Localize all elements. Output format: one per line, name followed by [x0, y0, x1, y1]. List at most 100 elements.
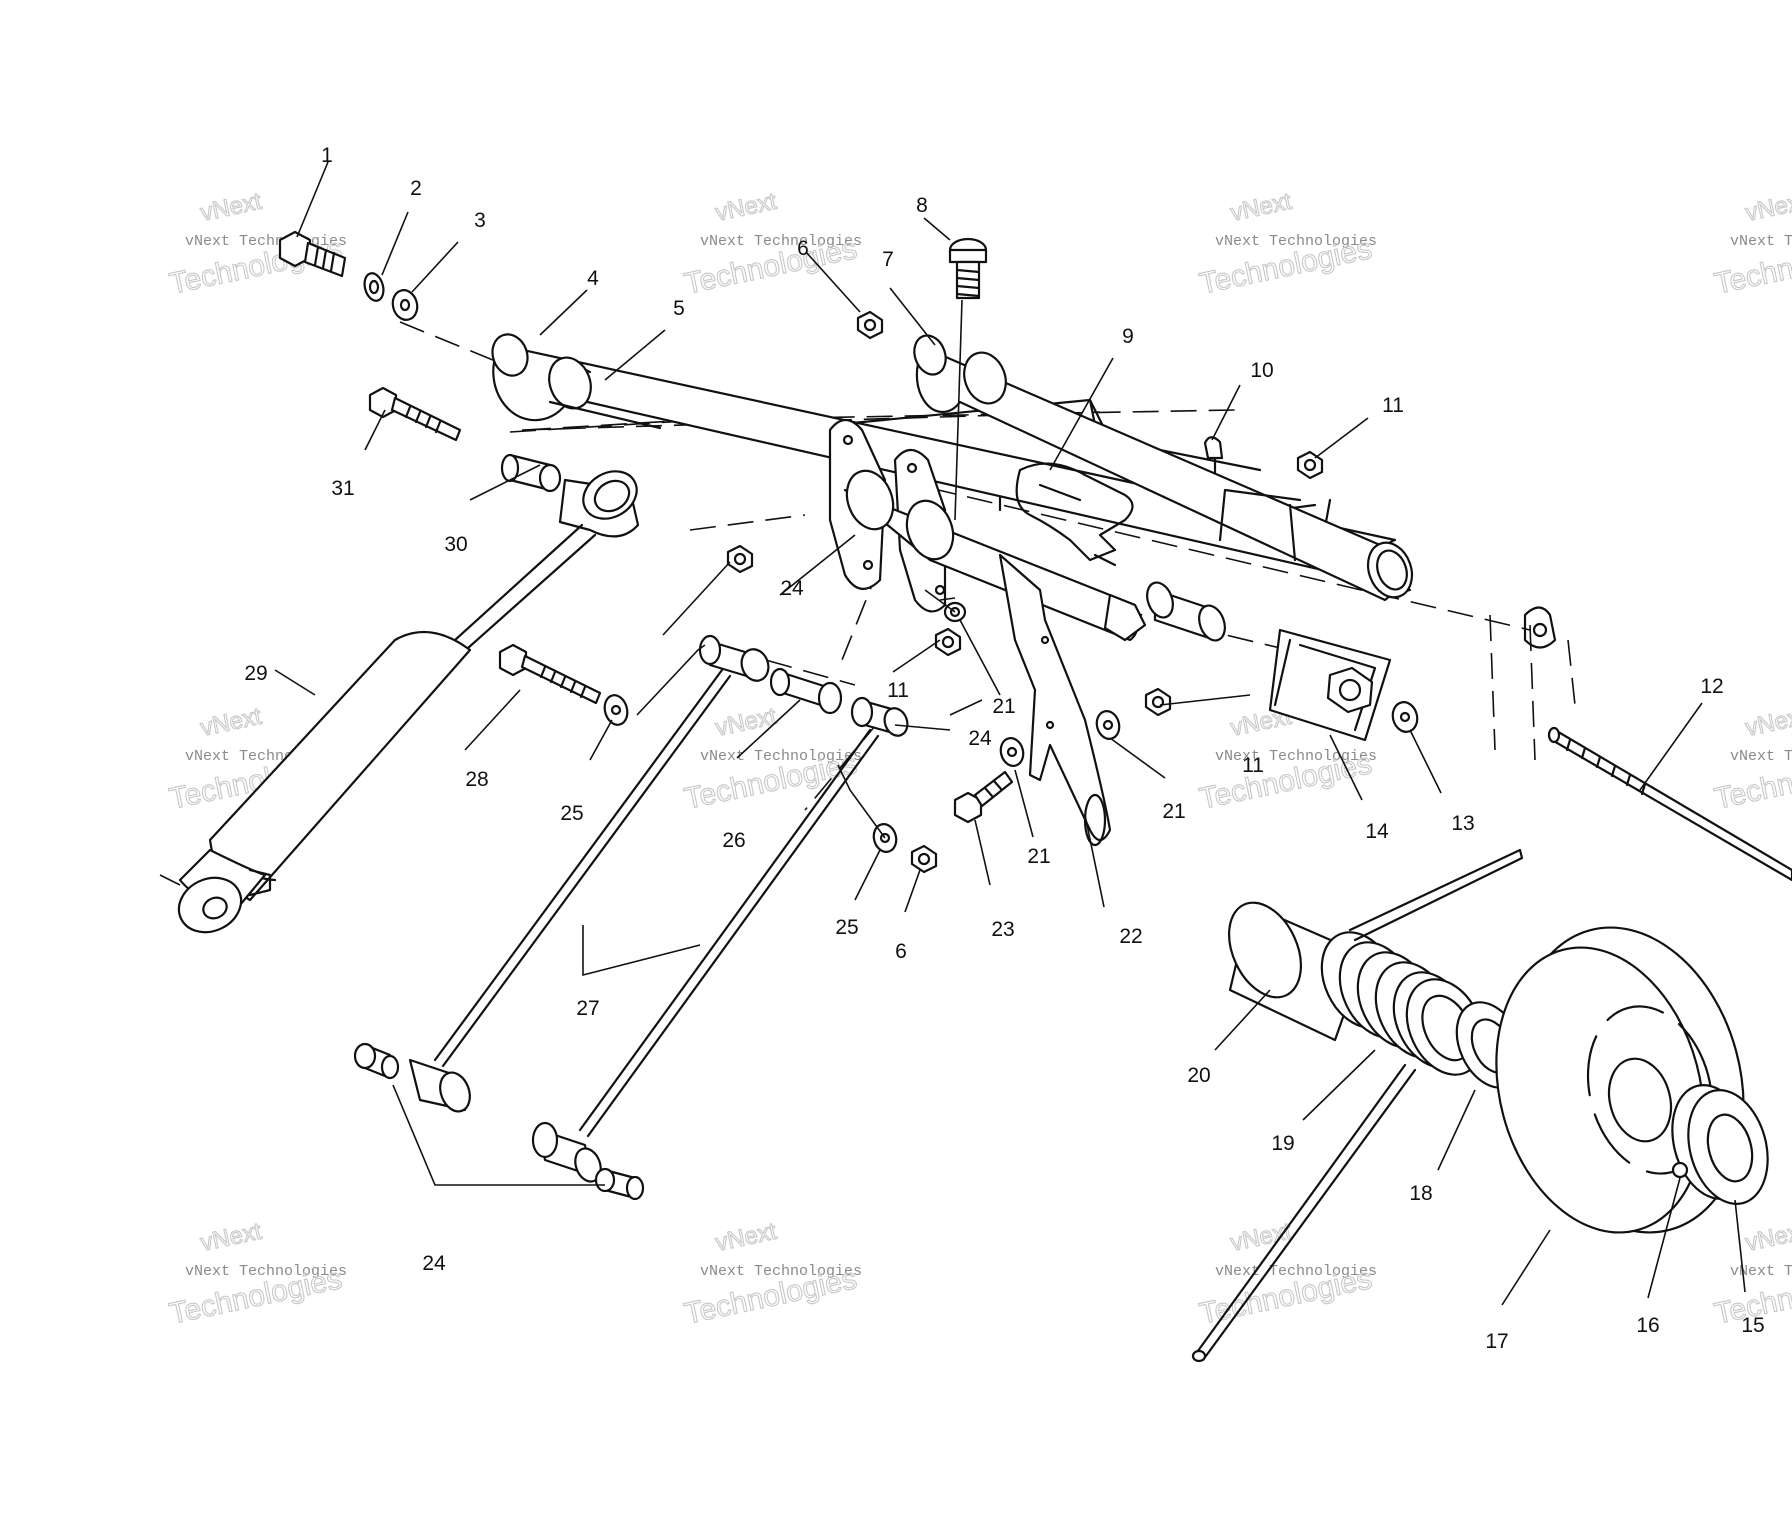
callout-21-a: 21	[992, 695, 1015, 718]
nut-part-6-mid	[726, 544, 754, 574]
svg-text:vNext Technologies: vNext Technologies	[700, 748, 862, 765]
bearing-part-15	[1671, 1084, 1769, 1205]
svg-text:vNext: vNext	[713, 188, 779, 227]
svg-text:vNext Technologies: vNext Technologies	[700, 1263, 862, 1280]
callout-11-right: 11	[1242, 754, 1264, 777]
rail-bracket-right	[1523, 606, 1557, 649]
spring-clip-part-9	[1015, 462, 1134, 562]
callout-13: 13	[1451, 812, 1474, 835]
callout-24-mid: 24	[968, 727, 992, 750]
watermark: vNext vNext Technologies Technologies	[1711, 187, 1792, 301]
svg-text:vNext: vNext	[1228, 188, 1294, 227]
washer-part-21-b	[999, 737, 1025, 767]
svg-text:vNext: vNext	[1743, 188, 1792, 227]
nut-part-11-mid	[934, 627, 962, 657]
watermark: vNext vNext Technologies Technologies	[681, 702, 862, 816]
leader-lines	[274, 161, 1746, 1306]
callout-1: 1	[321, 144, 333, 167]
watermark: vNext vNext Technologies Technologies	[1711, 702, 1792, 816]
callout-18: 18	[1409, 1182, 1432, 1205]
shock-absorber-part-29	[159, 470, 640, 934]
svg-text:vNext Technologies: vNext Technologies	[185, 1263, 347, 1280]
svg-text:vNext Technologies: vNext Technologies	[1730, 748, 1792, 765]
callout-24-bottom: 24	[422, 1252, 446, 1275]
callout-11-mid: 11	[887, 679, 909, 702]
callout-19: 19	[1271, 1132, 1294, 1155]
adjuster-block-part-14	[1268, 628, 1392, 742]
adjuster-rod-part-12	[1547, 726, 1792, 882]
torsion-arm-part-27-left	[408, 634, 770, 1113]
nut-part-6-top	[856, 310, 884, 340]
callout-9: 9	[1122, 325, 1134, 348]
callout-25-right: 25	[835, 916, 858, 939]
callout-5: 5	[673, 297, 685, 320]
callout-6: 6	[797, 237, 809, 260]
watermark: vNext vNext Technologies Technologies	[166, 187, 347, 301]
callout-24-top: 24	[780, 577, 804, 600]
idler-wheel-part-17	[1495, 926, 1745, 1234]
svg-text:vNext: vNext	[198, 703, 264, 742]
svg-text:vNext: vNext	[713, 703, 779, 742]
svg-text:vNext Technologies: vNext Technologies	[1215, 1263, 1377, 1280]
svg-text:vNext: vNext	[1228, 1218, 1294, 1257]
cross-tube	[843, 469, 1226, 642]
callout-14: 14	[1365, 820, 1389, 843]
watermark: vNext vNext Technologies Technologies	[166, 1217, 347, 1331]
nut-part-11-right	[1144, 687, 1172, 717]
bushing-part-26	[769, 667, 843, 715]
callout-21-c: 21	[1162, 800, 1185, 823]
svg-text:vNext Technologies: vNext Technologies	[700, 233, 862, 250]
callout-7: 7	[882, 248, 894, 271]
svg-text:vNext Technologies: vNext Technologies	[1215, 233, 1377, 250]
callout-29: 29	[244, 662, 267, 685]
svg-text:vNext: vNext	[713, 1218, 779, 1257]
bolt-part-31	[368, 386, 462, 442]
watermark: vNext vNext Technologies Technologies	[1196, 187, 1377, 301]
washer-part-21-c	[1095, 710, 1121, 740]
bolt-part-1	[278, 230, 347, 278]
callout-11-top: 11	[1382, 394, 1404, 417]
svg-text:vNext Technologies: vNext Technologies	[1215, 748, 1377, 765]
nut-part-11-top	[1296, 450, 1324, 480]
callout-4: 4	[587, 267, 599, 290]
callout-26: 26	[722, 829, 745, 852]
sleeve-part-20	[1228, 901, 1367, 1042]
svg-text:vNext: vNext	[1743, 1218, 1792, 1257]
callout-31: 31	[331, 477, 354, 500]
watermark: vNext vNext Technologies Technologies	[681, 1217, 862, 1331]
washer-part-3	[391, 289, 419, 321]
callout-10: 10	[1250, 359, 1273, 382]
washer-part-25-left	[603, 694, 629, 726]
callout-17: 17	[1485, 1330, 1508, 1353]
callout-30: 30	[444, 533, 467, 556]
callout-21-b: 21	[1027, 845, 1050, 868]
shaft-part-7	[913, 334, 1414, 602]
svg-text:vNext: vNext	[198, 1218, 264, 1257]
svg-text:vNext: vNext	[198, 188, 264, 227]
washer-part-2	[363, 272, 385, 302]
torsion-arm-part-27-right	[531, 696, 909, 1183]
callout-labels: 1 2 3 4 5 6 7 8 9 10 11 11 11 12 13 14 1…	[244, 144, 1764, 1353]
callout-8: 8	[916, 194, 928, 217]
callout-2: 2	[410, 177, 422, 200]
torsion-spring-part-19	[1191, 848, 1524, 1363]
nut-part-6-bottom	[910, 844, 938, 874]
callout-20: 20	[1187, 1064, 1210, 1087]
washer-part-13	[1391, 701, 1419, 733]
callout-23: 23	[991, 918, 1014, 941]
callout-16: 16	[1636, 1314, 1659, 1337]
set-screw-part-16	[1671, 1161, 1689, 1179]
svg-text:vNext Technologies: vNext Technologies	[1730, 1263, 1792, 1280]
callout-28: 28	[465, 768, 488, 791]
callout-27: 27	[576, 997, 599, 1020]
callout-15: 15	[1741, 1314, 1764, 1337]
bushing-part-30	[500, 453, 562, 493]
cotter-pin-part-10	[1203, 436, 1224, 460]
bracket-part-22	[998, 553, 1112, 847]
bolt-part-28	[498, 643, 602, 705]
callout-25-left: 25	[560, 802, 583, 825]
callout-22: 22	[1119, 925, 1142, 948]
watermark: vNext vNext Technologies Technologies	[681, 187, 862, 301]
svg-text:vNext: vNext	[1743, 703, 1792, 742]
